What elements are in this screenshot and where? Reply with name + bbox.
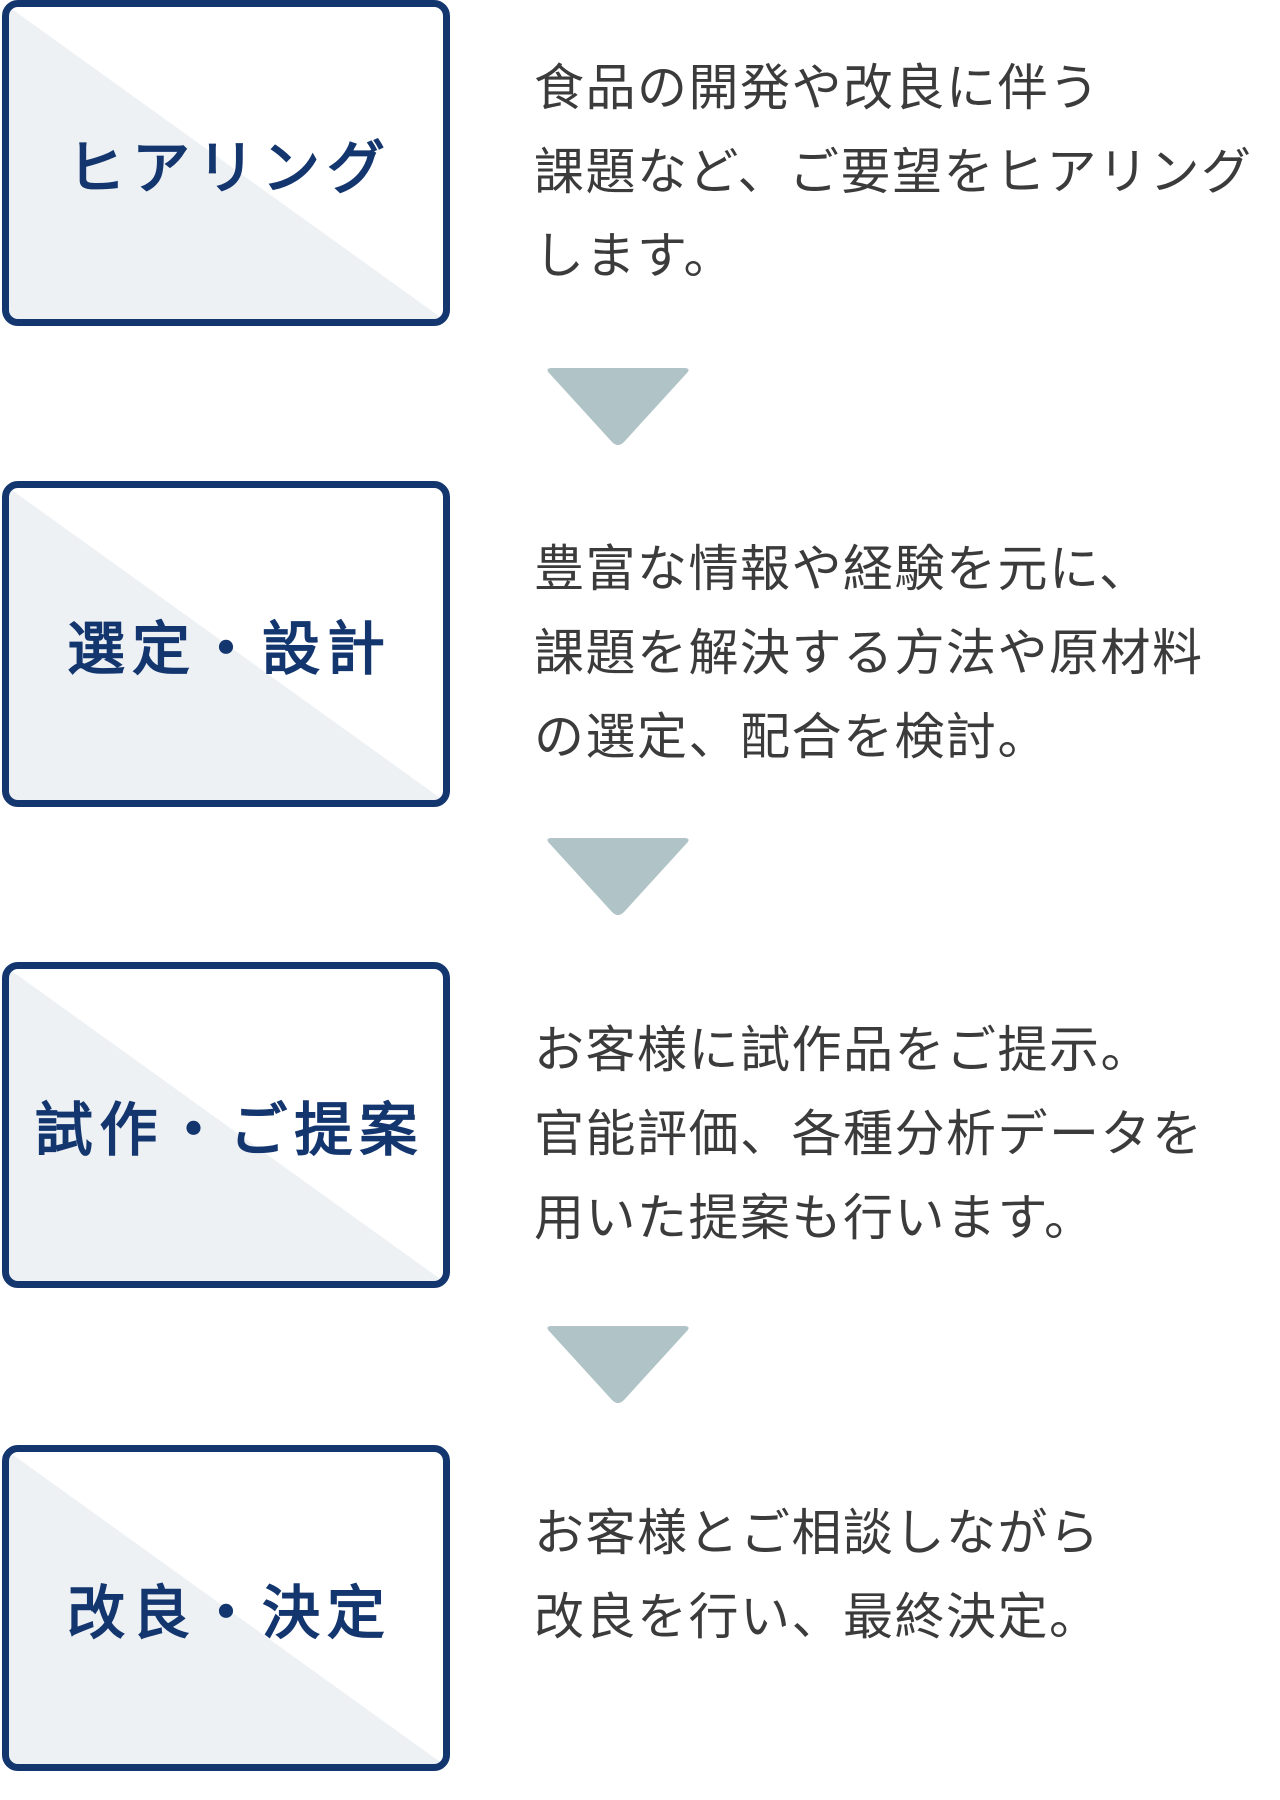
step-description: 食品の開発や改良に伴う 課題など、ご要望をヒアリング します。 [534, 46, 1274, 298]
step-description: お客様に試作品をご提示。 官能評価、各種分析データを 用いた提案も行います。 [534, 1008, 1274, 1260]
step-title: 選定・設計 [67, 615, 392, 683]
step-title: ヒアリング [67, 134, 392, 202]
step-description: お客様とご相談しながら 改良を行い、最終決定。 [534, 1491, 1274, 1659]
step-prototype-proposal: 試作・ご提案 お客様に試作品をご提示。 官能評価、各種分析データを 用いた提案も… [0, 962, 1280, 1302]
triangle-down-icon [547, 1326, 689, 1403]
step-description: 豊富な情報や経験を元に、 課題を解決する方法や原材料 の選定、配合を検討。 [534, 527, 1274, 779]
description-line: 改良を行い、最終決定。 [534, 1588, 1101, 1646]
description-line: の選定、配合を検討。 [534, 708, 1049, 766]
description-line: 食品の開発や改良に伴う [534, 59, 1101, 117]
description-line: 豊富な情報や経験を元に、 [534, 540, 1151, 598]
triangle-down-icon [547, 838, 689, 915]
step-box: 選定・設計 [2, 481, 450, 807]
step-selection-design: 選定・設計 豊富な情報や経験を元に、 課題を解決する方法や原材料 の選定、配合を… [0, 481, 1280, 821]
description-line: 課題を解決する方法や原材料 [534, 624, 1204, 682]
description-line: 課題など、ご要望をヒアリング [534, 143, 1253, 201]
step-title: 試作・ご提案 [34, 1096, 425, 1164]
description-line: お客様とご相談しながら [534, 1504, 1101, 1562]
step-title: 改良・決定 [67, 1579, 392, 1647]
description-line: 用いた提案も行います。 [534, 1189, 1096, 1247]
description-line: します。 [534, 227, 735, 285]
step-box: ヒアリング [2, 0, 450, 326]
step-hearing: ヒアリング 食品の開発や改良に伴う 課題など、ご要望をヒアリング します。 [0, 0, 1280, 340]
triangle-down-icon [547, 368, 689, 445]
step-box: 改良・決定 [2, 1445, 450, 1771]
step-box: 試作・ご提案 [2, 962, 450, 1288]
step-improvement-decision: 改良・決定 お客様とご相談しながら 改良を行い、最終決定。 [0, 1445, 1280, 1785]
description-line: お客様に試作品をご提示。 [534, 1021, 1152, 1079]
description-line: 官能評価、各種分析データを [534, 1105, 1204, 1163]
